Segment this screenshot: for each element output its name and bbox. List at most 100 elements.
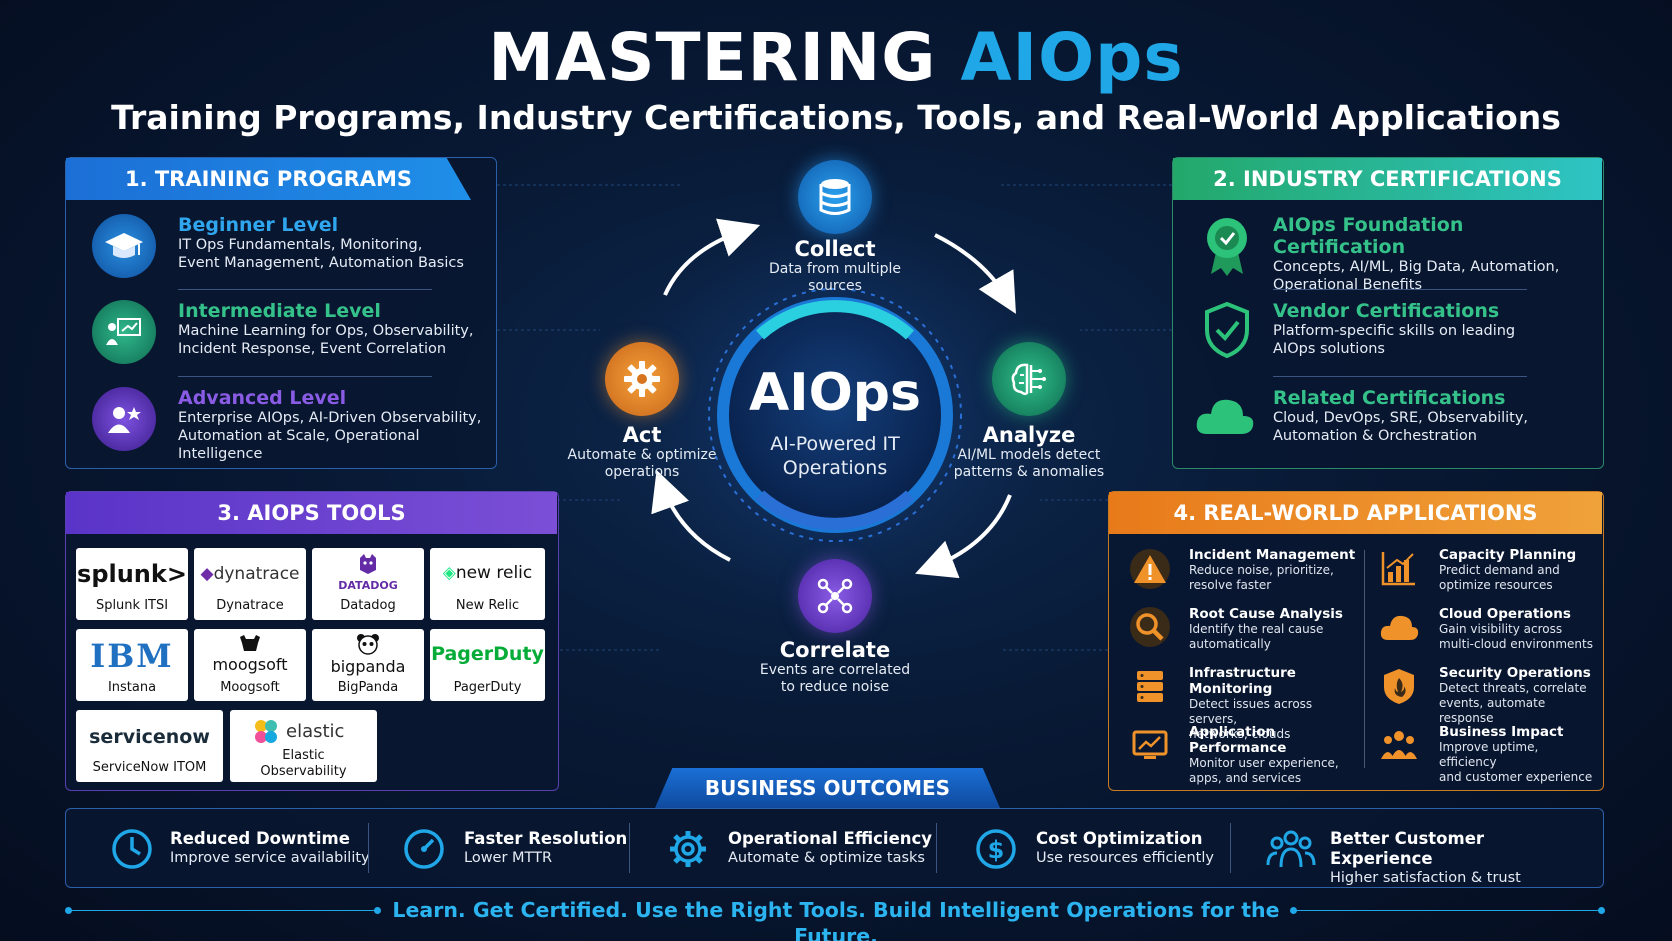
- servicenow-logo: servicenow: [89, 726, 210, 748]
- app-item-desc: networks, clouds: [1189, 727, 1291, 741]
- newrelic-logo: ◈new relic: [442, 563, 533, 583]
- cog-icon: [666, 827, 710, 871]
- tool-card-splunk[interactable]: splunk> Splunk ITSI: [76, 548, 188, 620]
- svg-text:$: $: [988, 836, 1005, 864]
- footer-dot: [1290, 907, 1297, 914]
- analyze-desc: patterns & anomalies: [953, 464, 1105, 480]
- training-item-desc: Automation at Scale, Operational Intelli…: [178, 428, 420, 462]
- pagerduty-logo: PagerDuty: [431, 643, 544, 665]
- app-item-title: Capacity Planning: [1439, 547, 1577, 563]
- tool-label: Splunk ITSI: [95, 598, 169, 613]
- app-item-title: Infrastructure Monitoring: [1189, 665, 1296, 697]
- outcome-title: Better Customer Experience: [1330, 829, 1485, 868]
- app-item-desc: Detect issues across servers,: [1189, 697, 1313, 726]
- security-shield-icon: [1379, 666, 1419, 706]
- datadog-dog-icon: [356, 552, 380, 576]
- tool-label: Elastic: [282, 748, 325, 763]
- divider: [1273, 376, 1527, 377]
- divider: [368, 823, 369, 873]
- datadog-logo: DATADOG: [338, 579, 398, 592]
- newrelic-mark-icon: ◈: [442, 563, 456, 583]
- app-item-title: Cloud Operations: [1439, 606, 1571, 622]
- tool-card-bigpanda[interactable]: bigpanda BigPanda: [312, 629, 424, 701]
- people-group-icon: [1379, 725, 1419, 765]
- app-item-desc: Reduce noise, prioritize,: [1189, 563, 1334, 577]
- bigpanda-logo: bigpanda: [330, 657, 406, 676]
- tool-card-dynatrace[interactable]: ◆dynatrace Dynatrace: [194, 548, 306, 620]
- aiops-cycle: [615, 195, 1055, 635]
- app-item-desc: Predict demand and: [1439, 563, 1560, 577]
- app-item-desc: optimize resources: [1439, 578, 1553, 592]
- network-nodes-icon: [798, 559, 872, 633]
- cert-item-desc: Operational Benefits: [1273, 277, 1423, 293]
- training-item-desc: Incident Response, Event Correlation: [178, 341, 447, 357]
- app-item-title: Business Impact: [1439, 724, 1564, 740]
- outcome-desc: Improve service availability: [170, 850, 370, 866]
- elastic-cluster-icon: [252, 718, 280, 746]
- tool-card-elastic[interactable]: elastic Elastic Observability: [230, 710, 377, 782]
- outcome-desc: Use resources efficiently: [1036, 850, 1214, 866]
- footer-dot: [65, 907, 72, 914]
- collect-title: Collect: [794, 237, 876, 261]
- brain-circuit-icon: [992, 342, 1066, 416]
- tools-panel: 3. AIOPS TOOLS splunk> Splunk ITSI ◆dyna…: [65, 491, 559, 791]
- app-item-desc: and customer experience: [1439, 770, 1593, 784]
- cert-item-title: AIOps Foundation Certification: [1273, 214, 1464, 258]
- outcome-title: Reduced Downtime: [170, 829, 350, 848]
- outcome-desc: Automate & optimize tasks: [728, 850, 925, 866]
- app-item-title: Application Performance: [1189, 724, 1287, 756]
- applications-panel: 4. REAL-WORLD APPLICATIONS Incident Mana…: [1108, 491, 1604, 791]
- tool-label: BigPanda: [337, 680, 399, 695]
- training-item-desc: IT Ops Fundamentals, Monitoring,: [178, 237, 423, 253]
- cert-item-desc: Automation & Orchestration: [1273, 428, 1477, 444]
- app-item-desc: apps, and services: [1189, 771, 1302, 785]
- arrow-analyze-to-correlate: [915, 494, 1012, 579]
- cert-item-title: Related Certifications: [1273, 387, 1506, 409]
- divider: [1273, 289, 1527, 290]
- tool-card-instana[interactable]: IBM Instana: [76, 629, 188, 701]
- arrow-act-to-collect: [663, 218, 761, 296]
- subtitle: Training Programs, Industry Certificatio…: [111, 98, 1561, 137]
- tool-label: PagerDuty: [453, 680, 522, 695]
- collect-desc: Data from multiple: [768, 261, 902, 277]
- cert-item-desc: Concepts, AI/ML, Big Data, Automation,: [1273, 259, 1560, 275]
- title-part-1: MASTERING: [488, 19, 961, 96]
- divider: [178, 289, 432, 290]
- aiops-center-title: AIOps: [749, 363, 921, 423]
- divider: [178, 376, 432, 377]
- speedometer-icon: [402, 827, 446, 871]
- shield-check-icon: [1201, 300, 1253, 360]
- ibm-logo: IBM: [90, 637, 174, 675]
- outcome-title: Operational Efficiency: [728, 829, 933, 848]
- tool-card-pagerduty[interactable]: PagerDuty PagerDuty: [430, 629, 545, 701]
- dynatrace-mark-icon: ◆: [200, 564, 214, 584]
- warning-triangle-icon: [1129, 548, 1171, 590]
- footer-dot: [1598, 907, 1605, 914]
- app-item-title: Incident Management: [1189, 547, 1356, 563]
- tool-card-datadog[interactable]: DATADOG Datadog: [312, 548, 424, 620]
- training-panel: 1. TRAINING PROGRAMS Beginner Level IT O…: [65, 157, 497, 469]
- moogsoft-logo: moogsoft: [212, 655, 288, 674]
- server-rack-icon: [1129, 666, 1171, 708]
- training-item-desc: Enterprise AIOps, AI-Driven Observabilit…: [178, 410, 482, 426]
- act-desc: Automate & optimize: [567, 447, 717, 463]
- main-title: MASTERING AIOps: [0, 18, 1672, 98]
- tool-label: ServiceNow ITOM: [92, 760, 207, 775]
- tools-header: 3. AIOPS TOOLS: [66, 492, 557, 534]
- dynatrace-logo: ◆dynatrace: [200, 564, 300, 584]
- tool-label: New Relic: [455, 598, 520, 613]
- graduation-cap-icon: [92, 214, 156, 278]
- app-item-desc: Identify the real cause: [1189, 622, 1324, 636]
- outcome-title: Faster Resolution: [464, 829, 628, 848]
- database-icon: [798, 160, 872, 234]
- training-item-desc: Machine Learning for Ops, Observability,: [178, 323, 474, 339]
- training-item-title: Beginner Level: [178, 214, 339, 236]
- footer-tagline: Learn. Get Certified. Use the Right Tool…: [392, 898, 1280, 941]
- act-desc: operations: [604, 464, 680, 480]
- cert-item-desc: AIOps solutions: [1273, 341, 1385, 357]
- tool-card-moogsoft[interactable]: moogsoft Moogsoft: [194, 629, 306, 701]
- arrow-correlate-to-act: [651, 469, 731, 562]
- tool-card-newrelic[interactable]: ◈new relic New Relic: [430, 548, 545, 620]
- tool-card-servicenow[interactable]: servicenow ServiceNow ITOM: [76, 710, 223, 782]
- tool-label: Observability: [260, 764, 347, 779]
